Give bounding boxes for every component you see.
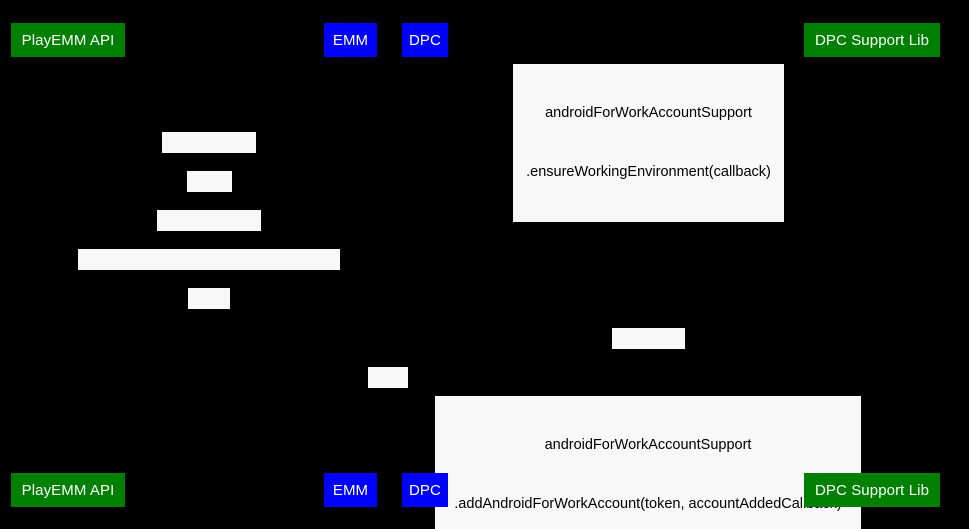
message-label-users-update: users.update() xyxy=(157,210,269,247)
message-line-1: users.insert() xyxy=(180,153,265,169)
participant-dpc-top[interactable]: DPC xyxy=(402,23,448,57)
message-line-1: androidForWorkAccountSupport xyxy=(544,437,752,453)
participant-emm-top[interactable]: EMM xyxy=(324,23,377,57)
arrow-users-insert xyxy=(67,153,350,154)
arrow-callback xyxy=(424,349,871,350)
participant-playemm-api-top[interactable]: PlayEMM API xyxy=(11,23,125,57)
participant-playemm-api-bottom[interactable]: PlayEMM API xyxy=(11,473,125,507)
participant-label: PlayEMM API xyxy=(21,481,115,499)
arrow-user-id xyxy=(67,192,350,193)
participant-label: DPC xyxy=(409,31,441,49)
participant-label: EMM xyxy=(332,481,369,499)
arrow-users-generate-token xyxy=(67,270,350,271)
participant-label: EMM xyxy=(332,31,369,49)
participant-label: DPC Support Lib xyxy=(814,481,930,499)
participant-label: DPC xyxy=(409,481,441,499)
participant-dpc-bottom[interactable]: DPC xyxy=(402,473,448,507)
message-line-1: users.update() xyxy=(175,231,269,247)
lifeline-dpc xyxy=(424,57,425,463)
message-label-user-id: userID xyxy=(187,171,248,208)
message-label-ensure-working-environment: androidForWorkAccountSupport .ensureWork… xyxy=(513,64,784,222)
message-label-callback: callback() xyxy=(612,328,692,365)
participant-emm-bottom[interactable]: EMM xyxy=(324,473,377,507)
message-label-users-generate-authentication-token: users.generateAuthenticationToken() xyxy=(78,249,340,286)
message-line-1: androidForWorkAccountSupport xyxy=(545,105,752,121)
message-label-token-to-emm: token xyxy=(188,288,242,325)
message-line-2: .ensureWorkingEnvironment(callback) xyxy=(526,163,771,180)
message-line-2: .addAndroidForWorkAccount(token, account… xyxy=(454,495,842,512)
arrow-users-update xyxy=(67,231,350,232)
message-line-1: userID xyxy=(205,192,248,208)
participant-label: DPC Support Lib xyxy=(814,31,930,49)
message-line-1: users.generateAuthenticationToken() xyxy=(98,270,336,286)
message-label-token-to-dpc: token xyxy=(368,367,422,404)
message-line-1: token xyxy=(386,388,422,404)
participant-label: PlayEMM API xyxy=(21,31,115,49)
lifeline-dpc-support-lib xyxy=(871,57,872,463)
participant-dpc-support-lib-bottom[interactable]: DPC Support Lib xyxy=(804,473,940,507)
arrow-token-to-dpc xyxy=(350,388,424,389)
message-line-1: token xyxy=(206,309,242,325)
lifeline-emm xyxy=(350,57,351,463)
arrow-token-to-emm xyxy=(67,309,350,310)
message-label-add-android-for-work-account: androidForWorkAccountSupport .addAndroid… xyxy=(435,396,861,529)
participant-dpc-support-lib-top[interactable]: DPC Support Lib xyxy=(804,23,940,57)
message-line-1: callback() xyxy=(630,349,693,365)
lifeline-playemm-api xyxy=(67,57,68,463)
message-label-users-insert: users.insert() xyxy=(162,132,265,169)
